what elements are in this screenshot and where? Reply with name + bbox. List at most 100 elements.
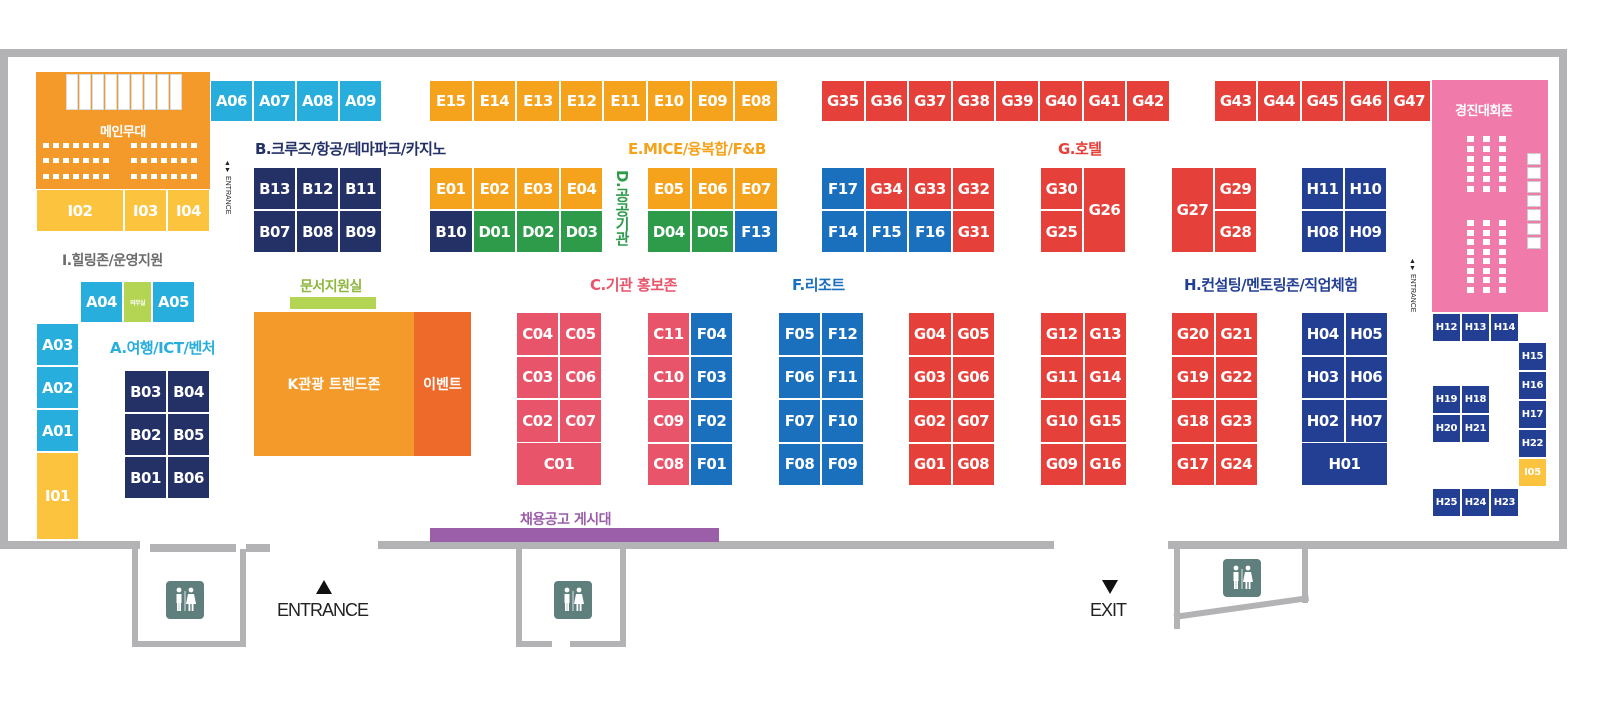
booth-f12[interactable]: F12 [821,312,864,356]
booth-c04[interactable]: C04 [516,312,559,356]
booth-e10[interactable]: E10 [647,80,691,122]
booth-g11[interactable]: G11 [1040,355,1084,399]
booth-b02[interactable]: B02 [124,413,167,456]
booth-f15[interactable]: F15 [864,210,909,253]
booth-g09[interactable]: G09 [1040,442,1084,486]
booth-h22[interactable]: H22 [1518,429,1547,458]
booth-h19[interactable]: H19 [1432,385,1461,414]
booth-i02[interactable]: I02 [36,189,124,232]
booth-g34[interactable]: G34 [864,167,909,210]
booth-g36[interactable]: G36 [864,80,909,122]
booth-g20[interactable]: G20 [1171,312,1215,356]
booth-g05[interactable]: G05 [951,312,995,356]
event-zone[interactable]: 이벤트 [414,312,471,456]
booth-g30[interactable]: G30 [1040,167,1083,210]
booth-a05[interactable]: A05 [152,281,195,323]
booth-h01[interactable]: H01 [1301,442,1388,486]
booth-e05[interactable]: E05 [647,167,691,210]
booth-g29[interactable]: G29 [1214,167,1257,210]
booth-f16[interactable]: F16 [908,210,952,253]
booth-h15[interactable]: H15 [1518,342,1547,371]
booth-g26[interactable]: G26 [1083,167,1126,253]
booth-g45[interactable]: G45 [1300,80,1345,122]
booth-b11[interactable]: B11 [339,167,382,210]
booth-d01[interactable]: D01 [472,210,517,253]
booth-e03[interactable]: E03 [516,167,560,210]
booth-b09[interactable]: B09 [339,210,382,253]
booth-h11[interactable]: H11 [1301,167,1344,210]
booth-h16[interactable]: H16 [1518,371,1547,400]
booth-g40[interactable]: G40 [1039,80,1083,122]
booth-h08[interactable]: H08 [1301,210,1344,253]
booth-f04[interactable]: F04 [690,312,733,356]
booth-b05[interactable]: B05 [167,413,210,456]
booth-g42[interactable]: G42 [1126,80,1170,122]
booth-f07[interactable]: F07 [778,399,821,443]
booth-g23[interactable]: G23 [1214,399,1258,443]
booth-h05[interactable]: H05 [1344,312,1388,356]
booth-i05[interactable]: I05 [1518,458,1547,487]
booth-g44[interactable]: G44 [1257,80,1301,122]
booth-g43[interactable]: G43 [1214,80,1258,122]
booth-a03[interactable]: A03 [36,323,79,366]
booth-h21[interactable]: H21 [1461,414,1490,443]
booth-f17[interactable]: F17 [821,167,865,210]
booth-h03[interactable]: H03 [1301,355,1345,399]
booth-d03[interactable]: D03 [559,210,604,253]
booth-f10[interactable]: F10 [821,399,864,443]
booth-b04[interactable]: B04 [167,370,210,413]
booth-b03[interactable]: B03 [124,370,167,413]
booth-a09[interactable]: A09 [339,80,382,122]
booth-f05[interactable]: F05 [778,312,821,356]
booth-g16[interactable]: G16 [1083,442,1127,486]
booth-e08[interactable]: E08 [734,80,778,122]
booth-f03[interactable]: F03 [690,355,733,399]
booth-a04[interactable]: A04 [80,281,123,323]
booth-g37[interactable]: G37 [908,80,952,122]
booth-c11[interactable]: C11 [647,312,690,356]
booth-a01[interactable]: A01 [36,409,79,452]
booth-h07[interactable]: H07 [1344,399,1388,443]
booth-g22[interactable]: G22 [1214,355,1258,399]
booth-e15[interactable]: E15 [429,80,473,122]
booth-e01[interactable]: E01 [429,167,473,210]
booth-g21[interactable]: G21 [1214,312,1258,356]
booth-a07[interactable]: A07 [253,80,296,122]
booth-h13[interactable]: H13 [1461,313,1490,342]
booth-g04[interactable]: G04 [908,312,952,356]
booth-e12[interactable]: E12 [559,80,604,122]
booth-f08[interactable]: F08 [778,442,821,486]
booth-h25[interactable]: H25 [1432,488,1461,517]
booth-h24[interactable]: H24 [1461,488,1490,517]
booth-g24[interactable]: G24 [1214,442,1258,486]
booth-g15[interactable]: G15 [1083,399,1127,443]
booth-g03[interactable]: G03 [908,355,952,399]
medical-room[interactable]: 의무실 [123,281,152,323]
booth-g46[interactable]: G46 [1344,80,1388,122]
booth-h17[interactable]: H17 [1518,400,1547,429]
booth-g10[interactable]: G10 [1040,399,1084,443]
booth-d02[interactable]: D02 [516,210,560,253]
booth-h12[interactable]: H12 [1432,313,1461,342]
booth-d05[interactable]: D05 [690,210,735,253]
booth-h20[interactable]: H20 [1432,414,1461,443]
booth-e07[interactable]: E07 [734,167,778,210]
booth-b06[interactable]: B06 [167,456,210,499]
booth-g38[interactable]: G38 [951,80,996,122]
booth-g41[interactable]: G41 [1082,80,1127,122]
booth-h10[interactable]: H10 [1344,167,1387,210]
booth-g47[interactable]: G47 [1387,80,1431,122]
booth-f11[interactable]: F11 [821,355,864,399]
booth-g13[interactable]: G13 [1083,312,1127,356]
booth-b13[interactable]: B13 [253,167,296,210]
booth-h18[interactable]: H18 [1461,385,1490,414]
booth-g18[interactable]: G18 [1171,399,1215,443]
booth-g01[interactable]: G01 [908,442,952,486]
booth-h23[interactable]: H23 [1490,488,1519,517]
booth-b12[interactable]: B12 [296,167,339,210]
booth-c05[interactable]: C05 [559,312,602,356]
booth-h14[interactable]: H14 [1490,313,1519,342]
booth-i04[interactable]: I04 [167,189,210,232]
booth-c09[interactable]: C09 [647,399,690,443]
booth-g19[interactable]: G19 [1171,355,1215,399]
